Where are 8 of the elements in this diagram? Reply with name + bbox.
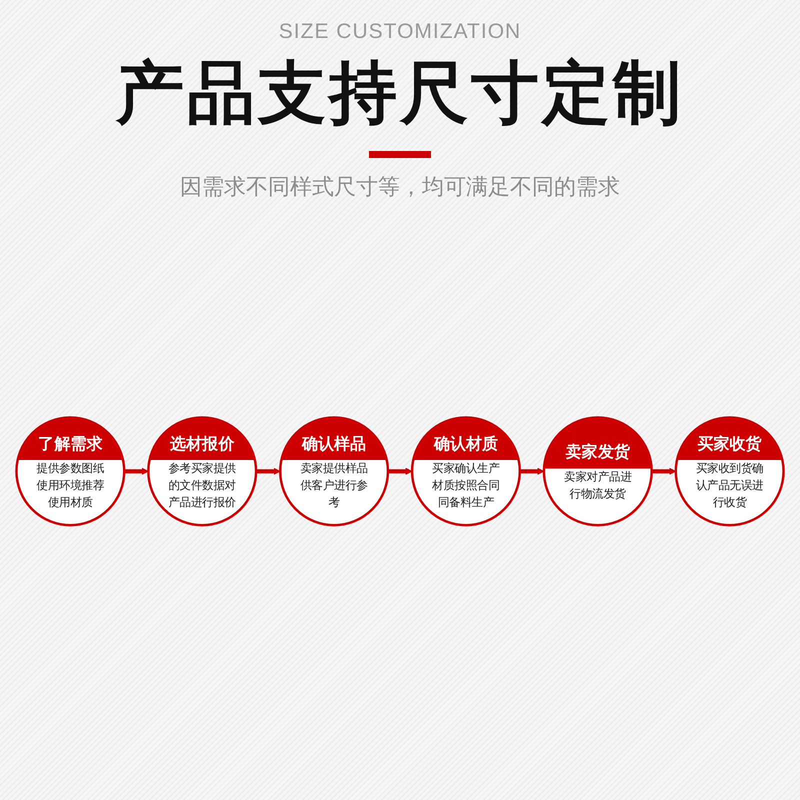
subtitle-label: SIZE CUSTOMIZATION xyxy=(278,20,522,44)
subtitle-text: 因需求不同样式尺寸等，均可满足不同的需求 xyxy=(180,173,620,201)
arrow xyxy=(256,468,281,475)
arrow xyxy=(652,468,676,475)
arrow xyxy=(124,468,149,475)
arrow xyxy=(520,468,544,475)
arrow xyxy=(388,468,412,475)
title: 产品支持尺寸定制 xyxy=(116,54,684,133)
